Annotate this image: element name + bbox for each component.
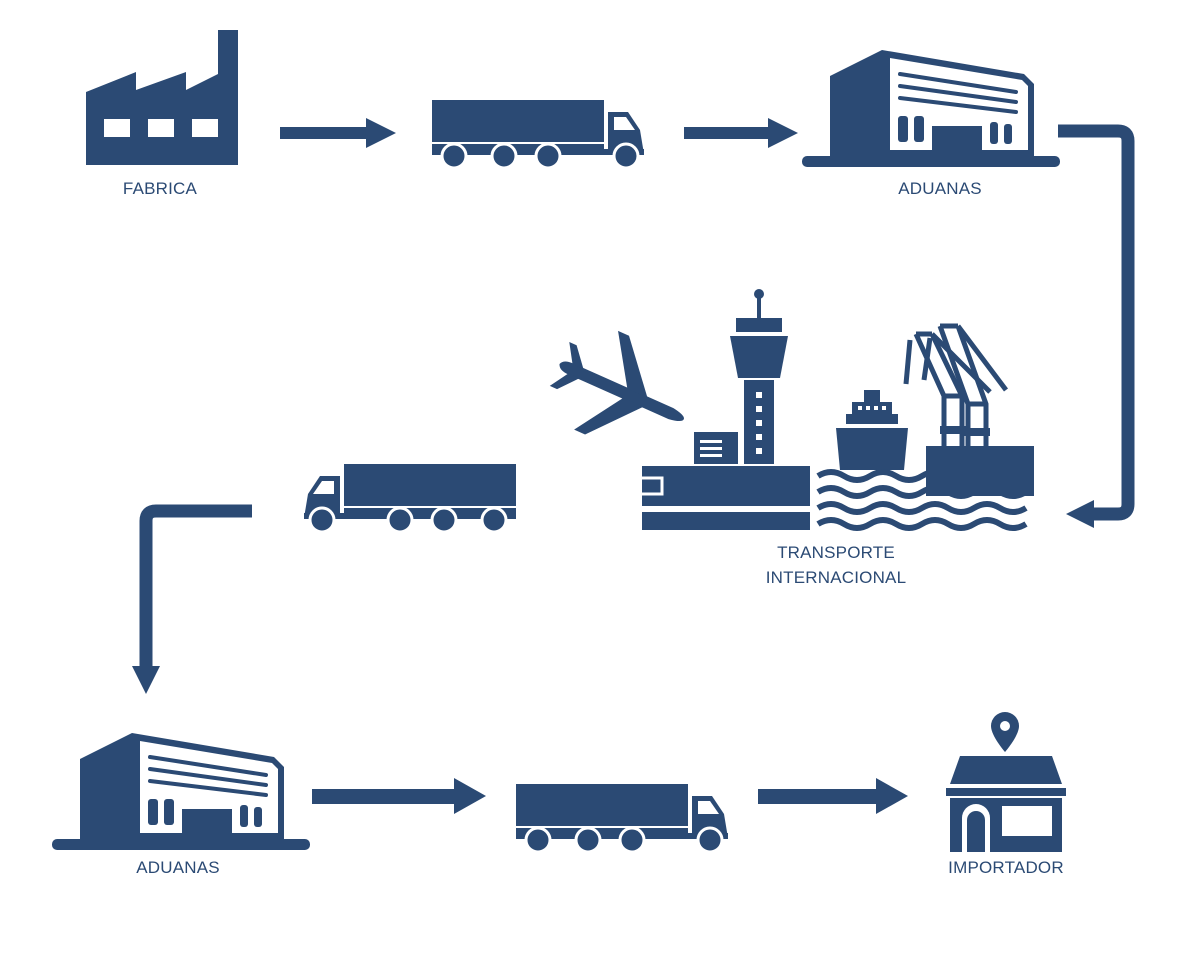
truck-icon bbox=[430, 98, 646, 170]
node-label-aduanas-export: ADUANAS bbox=[898, 179, 982, 198]
store-location-icon bbox=[946, 712, 1066, 852]
truck-icon bbox=[302, 462, 518, 534]
control-tower-icon bbox=[694, 289, 788, 464]
connector-arrow-down-left bbox=[1058, 124, 1135, 528]
truck-icon bbox=[514, 782, 730, 854]
port-crane-icon bbox=[903, 323, 1034, 496]
node-label-importador: IMPORTADOR bbox=[948, 858, 1064, 877]
arrow-right bbox=[280, 118, 396, 148]
customs-warehouse-icon bbox=[50, 731, 312, 852]
terminal-building-icon bbox=[642, 466, 810, 530]
node-label-fabrica: FABRICA bbox=[123, 179, 198, 198]
arrow-right bbox=[758, 778, 908, 814]
connector-arrow-down bbox=[132, 504, 252, 694]
node-label-aduanas-import: ADUANAS bbox=[136, 858, 220, 877]
sea-waves-icon bbox=[816, 469, 1028, 531]
node-label-transporte-line1: TRANSPORTE bbox=[777, 543, 895, 562]
airplane-icon bbox=[549, 330, 684, 435]
factory-icon bbox=[86, 30, 238, 165]
ship-icon bbox=[836, 390, 908, 470]
node-label-transporte-line2: INTERNACIONAL bbox=[766, 568, 907, 587]
arrow-right bbox=[312, 778, 486, 814]
arrow-right bbox=[684, 118, 798, 148]
customs-warehouse-icon bbox=[800, 48, 1062, 169]
